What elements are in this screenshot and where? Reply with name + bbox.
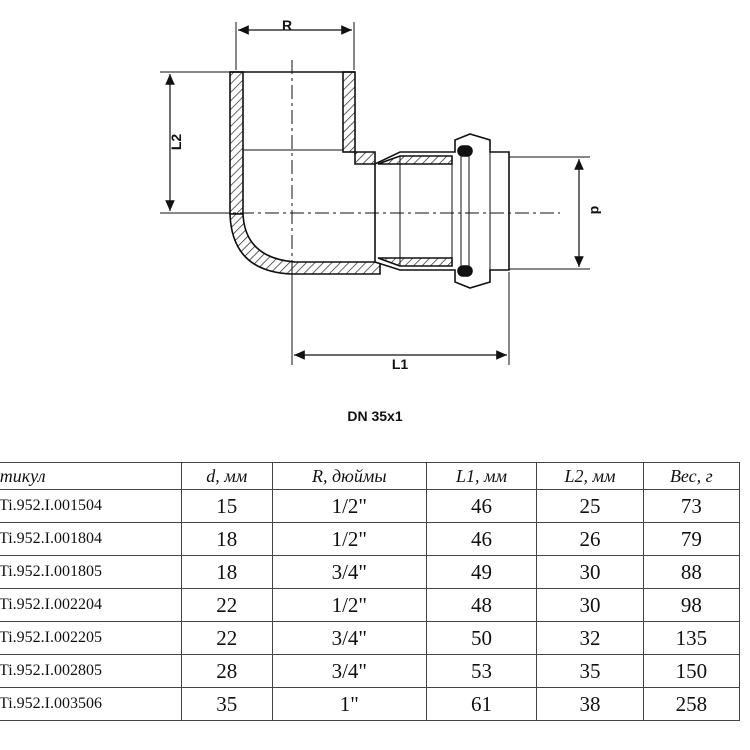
cell-d: 28 <box>180 654 274 688</box>
cell-l1: 48 <box>425 588 538 622</box>
header-article: ртикул <box>0 462 182 490</box>
cell-d: 18 <box>180 522 274 556</box>
header-weight: Вес, г <box>642 462 741 490</box>
fitting-caption: DN 35x1 <box>347 408 403 424</box>
dimension-l1: L1 <box>291 272 510 372</box>
cell-r: 1/2" <box>272 489 427 523</box>
cell-l2: 30 <box>536 555 644 589</box>
cell-article: Ti.952.I.002205 <box>0 621 182 655</box>
cell-r: 3/4" <box>272 621 427 655</box>
header-l2: L2, мм <box>536 462 644 490</box>
cell-weight: 98 <box>642 588 741 622</box>
cell-d: 35 <box>180 687 274 721</box>
dimension-d: d <box>505 156 604 270</box>
cell-r: 3/4" <box>272 555 427 589</box>
cell-d: 18 <box>180 555 274 589</box>
dim-label-r: R <box>282 17 292 33</box>
cell-r: 1/2" <box>272 522 427 556</box>
cell-article: Ti.952.I.002204 <box>0 588 182 622</box>
cell-weight: 135 <box>642 621 741 655</box>
header-l1: L1, мм <box>425 462 538 490</box>
dim-label-l2: L2 <box>168 134 184 151</box>
table-header-row: ртикул d, мм R, дюймы L1, мм L2, мм Вес,… <box>0 462 741 490</box>
cell-article: Ti.952.I.001804 <box>0 522 182 556</box>
cell-article: Ti.952.I.001504 <box>0 489 182 523</box>
cell-weight: 88 <box>642 555 741 589</box>
cell-l2: 30 <box>536 588 644 622</box>
cell-l2: 26 <box>536 522 644 556</box>
cell-r: 1/2" <box>272 588 427 622</box>
dimension-l2: L2 <box>160 71 240 214</box>
cell-l2: 35 <box>536 654 644 688</box>
cell-l2: 25 <box>536 489 644 523</box>
cell-article: Ti.952.I.001805 <box>0 555 182 589</box>
cell-l1: 53 <box>425 654 538 688</box>
cell-l1: 61 <box>425 687 538 721</box>
cell-weight: 79 <box>642 522 741 556</box>
dimension-r: R <box>235 17 355 70</box>
fitting-body <box>229 71 510 289</box>
cell-l2: 38 <box>536 687 644 721</box>
dim-label-l1: L1 <box>392 356 409 372</box>
cell-weight: 258 <box>642 687 741 721</box>
cell-article: Ti.952.I.003506 <box>0 687 182 721</box>
cell-article: Ti.952.I.002805 <box>0 654 182 688</box>
cell-d: 22 <box>180 588 274 622</box>
fitting-drawing: L2 R d L1 <box>160 17 604 372</box>
cell-d: 15 <box>180 489 274 523</box>
spec-table: ртикул d, мм R, дюймы L1, мм L2, мм Вес,… <box>0 462 741 721</box>
center-lines <box>215 60 560 290</box>
header-d: d, мм <box>180 462 274 490</box>
cell-l1: 49 <box>425 555 538 589</box>
cell-r: 3/4" <box>272 654 427 688</box>
cell-l1: 46 <box>425 522 538 556</box>
cell-l1: 46 <box>425 489 538 523</box>
cell-weight: 73 <box>642 489 741 523</box>
cell-weight: 150 <box>642 654 741 688</box>
dim-label-d: d <box>588 206 604 215</box>
cell-l1: 50 <box>425 621 538 655</box>
cell-l2: 32 <box>536 621 644 655</box>
cell-r: 1" <box>272 687 427 721</box>
header-r: R, дюймы <box>272 462 427 490</box>
cell-d: 22 <box>180 621 274 655</box>
